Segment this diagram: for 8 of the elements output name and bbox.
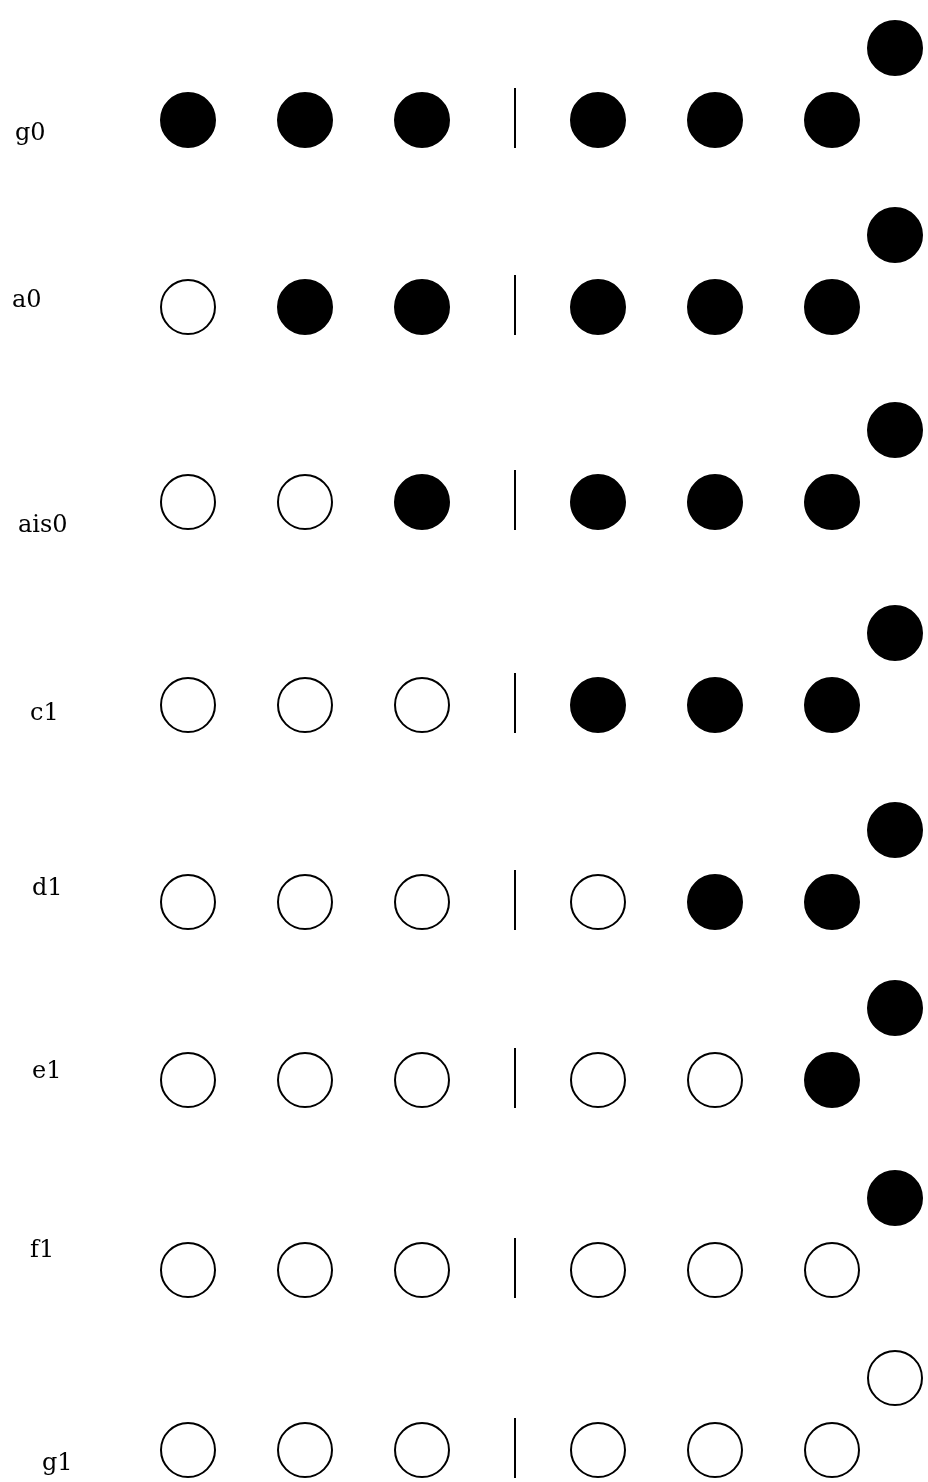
note-name: c1 [30,700,59,724]
note-name: ais0 [18,512,68,536]
note-name: g1 [42,1450,73,1474]
note-name: d1 [32,875,63,899]
note-name: e1 [32,1058,62,1082]
note-name: g0 [15,120,46,144]
note-name: a0 [12,287,42,311]
note-name: f1 [30,1237,55,1261]
